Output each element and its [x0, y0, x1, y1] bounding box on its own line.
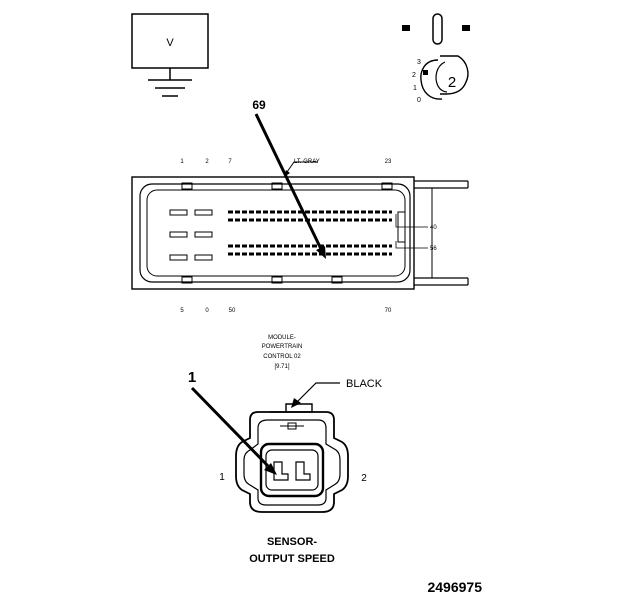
sensor-color-label: BLACK [346, 378, 383, 390]
module-label-line-4: [9.71] [274, 364, 289, 370]
callout-1-arrow [190, 386, 270, 468]
switch-mark-1: 1 [413, 85, 417, 92]
module-label-line-1: MODULE- [268, 335, 296, 341]
pin-label-7: 7 [228, 159, 232, 165]
pin-label-70: 70 [385, 308, 392, 314]
key-top-3 [381, 182, 393, 190]
pin-40-leader [395, 214, 428, 228]
key-bottom-1 [181, 276, 193, 284]
left-terminal-icon [402, 25, 410, 31]
wire-color-leader [286, 161, 318, 173]
connector-end-key [397, 211, 406, 243]
knob-label: 2 [448, 74, 456, 91]
pin-label-1: 1 [180, 159, 184, 165]
sensor-terminal-1 [273, 461, 289, 481]
connector-shroud [139, 183, 411, 283]
ground-icon [148, 79, 192, 97]
sensor-terminal-2 [295, 461, 311, 481]
sensor-title-line-1: SENSOR- [267, 536, 317, 548]
power-pin-cavities [169, 209, 213, 261]
module-connector: 1 2 7 23 5 0 50 70 40 56 LT. GRAY [131, 98, 469, 370]
sensor-connector: BLACK 1 2 1 SENSOR- OUTPUT SPEED [188, 369, 383, 565]
knob-inner-icon [435, 61, 448, 93]
figure-id: 2496975 [427, 579, 482, 595]
pin-label-0: 0 [205, 308, 209, 314]
switch-mark-3: 3 [417, 59, 421, 66]
selector-arc-icon [420, 59, 443, 100]
selector-pointer-icon [423, 70, 428, 75]
sensor-shroud [243, 419, 341, 506]
right-terminal-icon [462, 25, 470, 31]
key-bottom-2 [271, 276, 283, 284]
key-bottom-3 [331, 276, 343, 284]
pin-label-40: 40 [430, 225, 437, 231]
sensor-pin-label-1: 1 [219, 472, 225, 483]
probe-icon [432, 13, 443, 45]
callout-pin-69: 69 [252, 98, 266, 112]
pin-label-5: 5 [180, 308, 184, 314]
switch-mark-2: 2 [412, 72, 416, 79]
sensor-color-arrowhead-icon [291, 398, 301, 408]
sensor-title-line-2: OUTPUT SPEED [249, 553, 335, 565]
switch-mark-0: 0 [417, 97, 421, 104]
connector-seal [146, 189, 406, 277]
sensor-housing [235, 411, 349, 513]
switch-legend: 3 2 1 0 2 [402, 13, 470, 104]
voltmeter-symbol: V [166, 37, 174, 49]
callout-69-arrowhead-icon [316, 246, 326, 259]
signal-pin-cavities [228, 210, 392, 256]
key-top-2 [271, 182, 283, 190]
sensor-cavity [259, 442, 325, 498]
callout-1-arrowhead-icon [264, 463, 277, 475]
voltmeter: V [131, 13, 209, 97]
pin-label-56: 56 [430, 246, 437, 252]
pin-label-23: 23 [385, 159, 392, 165]
module-label-line-2: POWERTRAIN [262, 344, 303, 350]
pin-label-50: 50 [229, 308, 236, 314]
module-label-line-3: CONTROL 02 [263, 354, 301, 360]
connector-housing [131, 176, 415, 290]
knob-icon [440, 55, 469, 95]
pin-56-leader [395, 241, 428, 249]
pin-label-2: 2 [205, 159, 209, 165]
callout-69-arrow [254, 113, 323, 250]
callout-terminal-1: 1 [188, 369, 196, 386]
key-top-1 [181, 182, 193, 190]
sensor-pin-label-2: 2 [361, 473, 367, 484]
sensor-color-leader [296, 382, 340, 403]
